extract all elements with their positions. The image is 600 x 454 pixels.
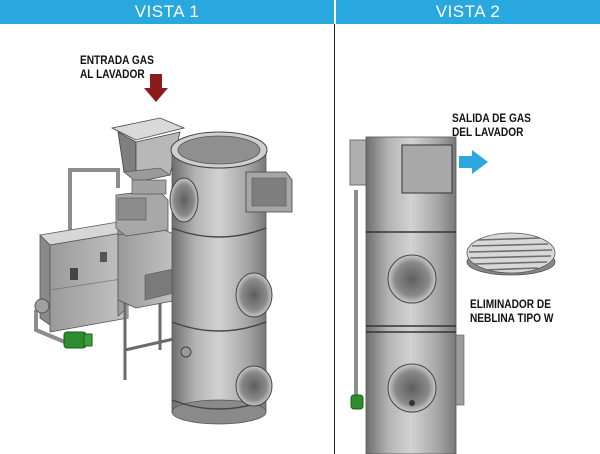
mist-eliminator-disc xyxy=(466,232,556,276)
view2-title: VISTA 2 xyxy=(336,0,600,24)
scrubber-view2 xyxy=(349,136,556,454)
view1-title: VISTA 1 xyxy=(0,0,334,24)
header-separator xyxy=(334,0,336,24)
support-frame xyxy=(123,300,179,380)
venturi-section xyxy=(115,189,179,309)
scrubber-column xyxy=(169,131,293,425)
inlet-hopper xyxy=(110,117,186,195)
outlet-label-line1: SALIDA DE GAS xyxy=(452,113,531,125)
mist-eliminator-label: ELIMINADOR DE NEBLINA TIPO W xyxy=(470,298,553,326)
outlet-label: SALIDA DE GAS DEL LAVADOR xyxy=(452,112,531,140)
side-tank xyxy=(39,217,129,333)
inlet-label-line2: AL LAVADOR xyxy=(80,69,145,81)
view2-left-piping xyxy=(349,139,367,410)
pump-motor xyxy=(34,298,93,349)
inlet-label-line1: ENTRADA GAS xyxy=(80,55,154,67)
inlet-arrow xyxy=(144,74,168,102)
inlet-label: ENTRADA GAS AL LAVADOR xyxy=(80,54,154,82)
mist-label-line1: ELIMINADOR DE xyxy=(470,299,551,311)
view-divider xyxy=(334,24,335,454)
scrubber-view1 xyxy=(34,74,293,425)
outlet-arrow xyxy=(459,150,488,174)
outlet-label-line2: DEL LAVADOR xyxy=(452,127,524,139)
mist-label-line2: NEBLINA TIPO W xyxy=(470,313,554,325)
